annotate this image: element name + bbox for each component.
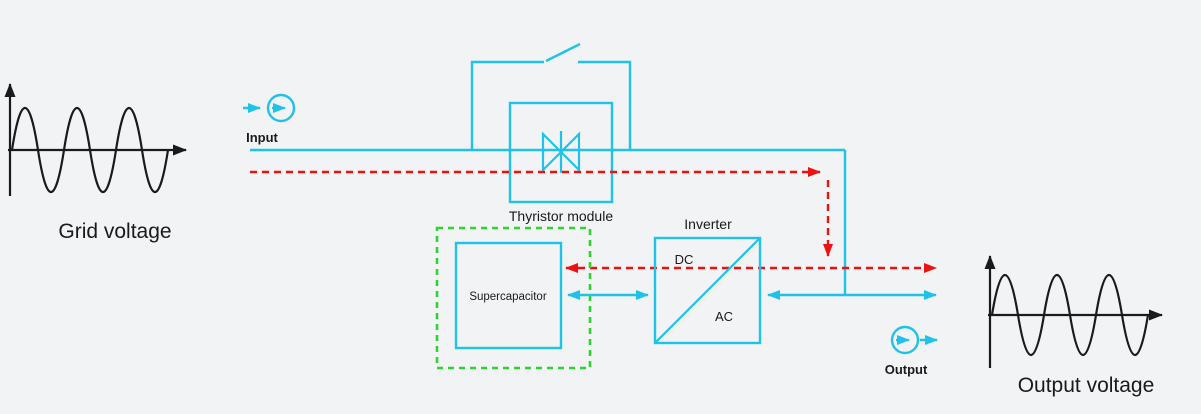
grid-voltage-label: Grid voltage: [58, 220, 171, 243]
grid-sine-wave: [10, 106, 170, 194]
inverter-unit: Inverter DC AC: [653, 216, 762, 345]
output-voltage-label: Output voltage: [1018, 374, 1155, 397]
output-voltage-plot: Output voltage: [984, 255, 1163, 397]
thyristor-triangle-right-icon: [559, 131, 581, 173]
thyristor-module-label: Thyristor module: [509, 208, 613, 224]
output-label: Output: [885, 362, 928, 377]
input-marker: Input: [243, 93, 296, 145]
inverter-label: Inverter: [684, 216, 732, 232]
energy-flow-path: [250, 167, 937, 273]
output-marker: Output: [885, 325, 938, 377]
grid-voltage-plot: Grid voltage: [4, 83, 187, 243]
bypass-branch: [470, 42, 632, 150]
input-circle-icon: [266, 93, 296, 123]
supercapacitor-label: Supercapacitor: [469, 291, 547, 303]
switch-blade-icon: [545, 42, 581, 63]
input-label: Input: [246, 130, 278, 145]
thyristor-module: Thyristor module: [508, 101, 614, 224]
output-circle-icon: [890, 325, 920, 355]
thyristor-triangle-left-icon: [541, 131, 563, 173]
supercapacitor-box: [454, 241, 563, 350]
inverter-diagonal: [654, 237, 761, 344]
output-sine-wave: [990, 274, 1150, 356]
inverter-dc-label: DC: [675, 252, 694, 267]
inverter-box: [653, 236, 762, 345]
inverter-ac-label: AC: [715, 309, 733, 324]
bypass-right-segment: [578, 60, 632, 150]
thyristor-box: [508, 101, 614, 204]
supercapacitor-unit: Supercapacitor: [435, 226, 592, 370]
bypass-left-segment: [470, 60, 544, 150]
